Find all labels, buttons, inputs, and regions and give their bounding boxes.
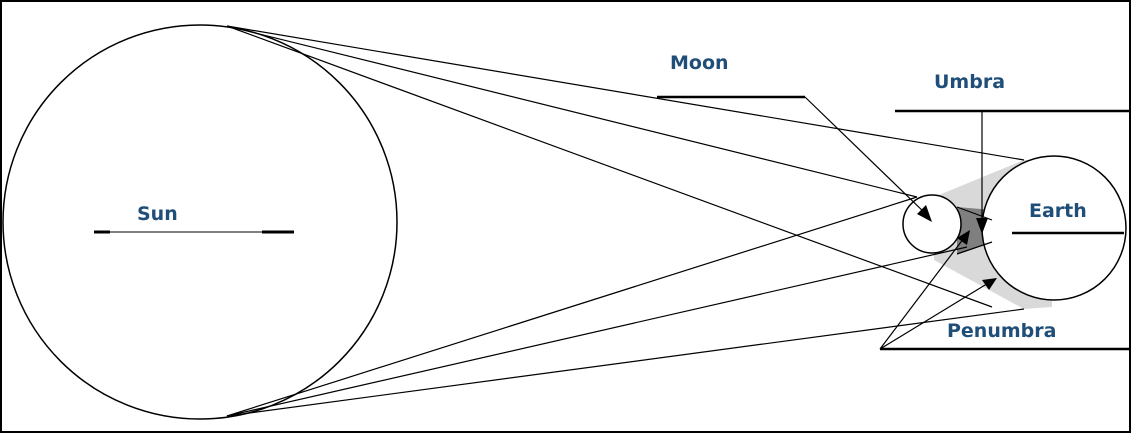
sun-label: Sun: [137, 203, 178, 225]
moon-circle: [903, 195, 961, 253]
earth-circle: [982, 156, 1126, 300]
moon-label: Moon: [670, 52, 729, 74]
umbra-label: Umbra: [934, 71, 1005, 93]
earth-label: Earth: [1029, 200, 1087, 222]
penumbra-label: Penumbra: [947, 320, 1056, 342]
sun-circle: [3, 25, 397, 419]
